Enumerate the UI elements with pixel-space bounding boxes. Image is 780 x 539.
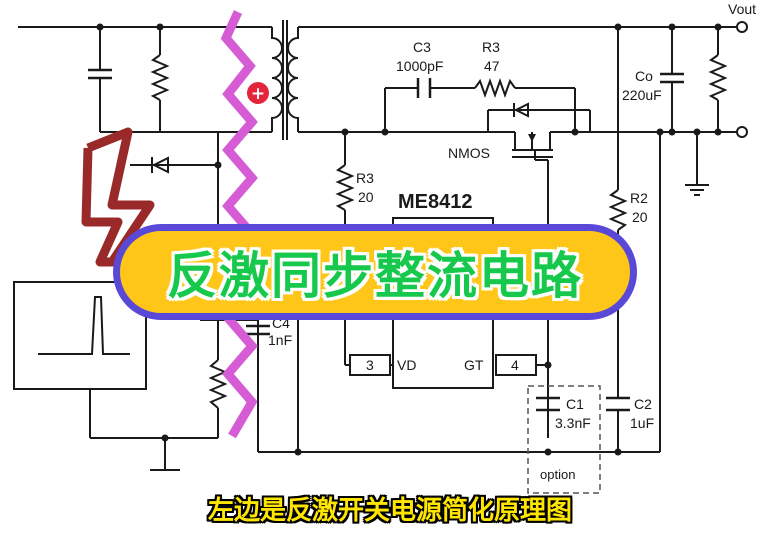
label-c4-value: 1nF (268, 332, 292, 348)
isolation-zigzag (220, 10, 258, 439)
snubber-resistor (150, 54, 170, 101)
label-r3-left-name: R3 (356, 170, 374, 186)
label-c2-name: C2 (634, 396, 652, 412)
nmos-transistor (510, 131, 555, 161)
junction-dots (96, 23, 722, 456)
label-r2-value: 20 (632, 209, 648, 225)
label-c3-value: 1000pF (396, 58, 443, 74)
resistor-r3-top (474, 78, 516, 98)
capacitor-co (660, 72, 684, 84)
label-r3-top-value: 47 (484, 58, 500, 74)
snubber-capacitor (88, 68, 112, 80)
chip-pin-4 (495, 354, 537, 376)
capacitor-c4 (246, 324, 270, 336)
label-chip-name: ME8412 (398, 191, 473, 213)
mosfet-body-diode (513, 102, 529, 118)
label-c1-name: C1 (566, 396, 584, 412)
title-banner: 反激同步整流电路 (113, 224, 637, 320)
label-option: option (540, 467, 575, 482)
resistor-r3-left (335, 164, 355, 211)
label-r3-left-value: 20 (358, 189, 374, 205)
label-pin4-name: GT (464, 357, 484, 373)
label-pin4-number: 4 (511, 357, 519, 373)
snubber-diode (151, 156, 169, 174)
transformer-core (282, 20, 288, 140)
subtitle-caption: 左边是反激开关电源简化原理图 (207, 496, 572, 526)
label-c1-value: 3.3nF (555, 415, 591, 431)
transformer-primary-winding (271, 27, 283, 132)
label-vout: Vout (728, 1, 756, 17)
red-arrow-outline (81, 127, 155, 267)
capacitor-c3 (416, 78, 432, 98)
vout-terminal-positive (736, 21, 748, 33)
ground-symbol (685, 184, 709, 196)
label-nmos: NMOS (448, 145, 490, 161)
nmos-arrow (528, 134, 536, 142)
pulse-waveform (38, 296, 130, 355)
label-pin3-number: 3 (366, 357, 374, 373)
chip-pin-3 (349, 354, 391, 376)
label-c3-name: C3 (413, 39, 431, 55)
capacitor-c2 (606, 396, 630, 412)
load-resistor (708, 54, 728, 101)
capacitor-c1 (536, 396, 560, 412)
gate-resistor (208, 359, 228, 409)
resistor-r2 (608, 189, 628, 231)
label-co-name: Co (635, 68, 653, 84)
label-r2-name: R2 (630, 190, 648, 206)
vout-terminal-negative (736, 126, 748, 138)
polarity-plus: + (251, 84, 265, 104)
label-pin3-name: VD (397, 357, 416, 373)
label-c2-value: 1uF (630, 415, 654, 431)
label-r3-top-name: R3 (482, 39, 500, 55)
polarity-dot (247, 82, 269, 104)
secondary-side-wires (218, 26, 740, 453)
transformer-secondary-winding (287, 27, 299, 132)
option-dashed-box (527, 385, 601, 494)
label-co-value: 220uF (622, 87, 662, 103)
banner-title: 反激同步整流电路 (167, 247, 583, 305)
